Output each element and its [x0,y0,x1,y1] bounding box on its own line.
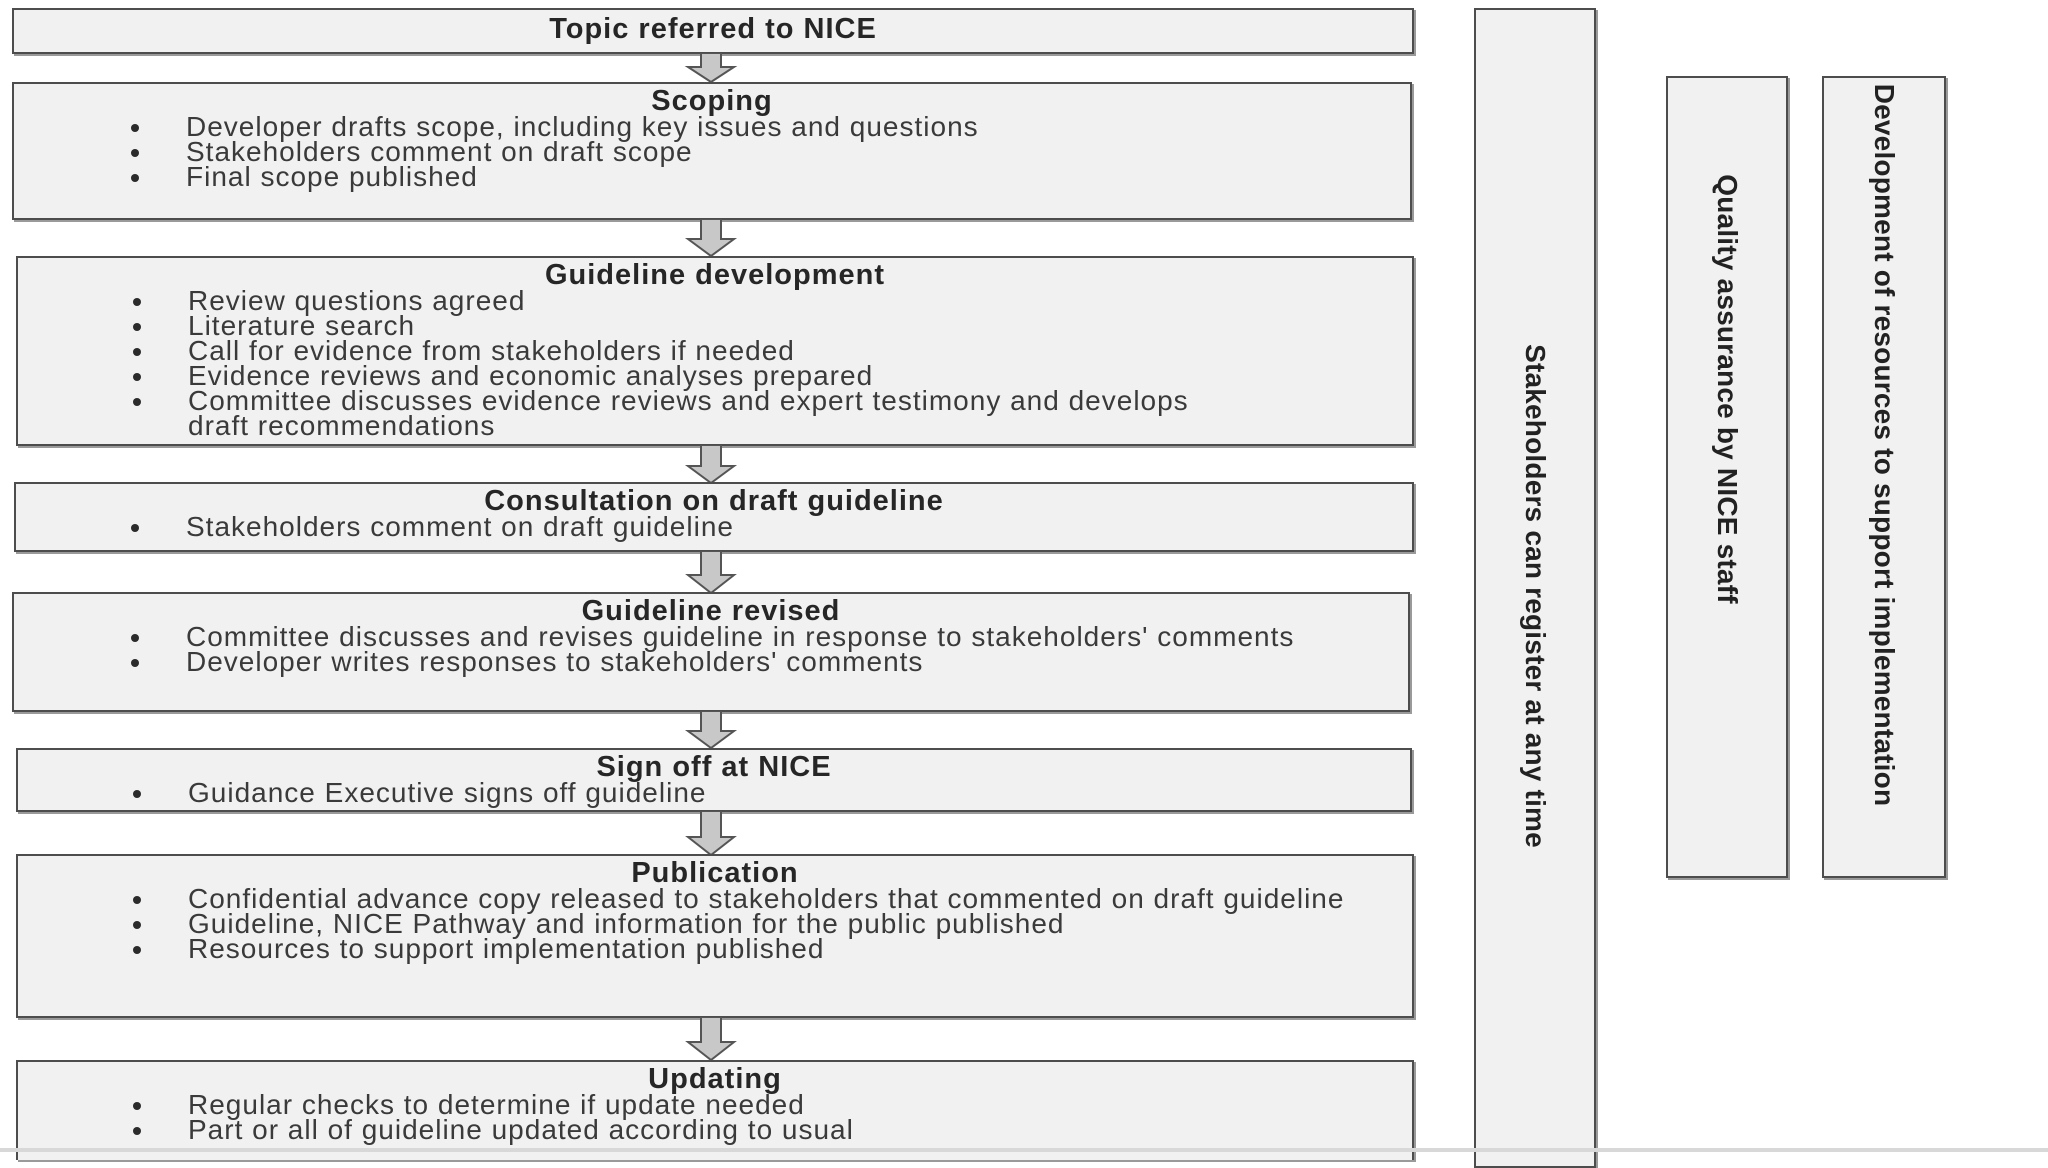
topic-box: Topic referred to NICE [12,8,1414,54]
scoping-box: Scoping Developer drafts scope, includin… [12,82,1412,220]
list-item: Committee discusses evidence reviews and… [133,387,1258,440]
updating-list: Regular checks to determine if update ne… [18,1091,1318,1144]
list-item: Evidence reviews and economic analyses p… [133,362,1318,390]
down-arrow-icon [685,1017,737,1061]
list-item: Developer writes responses to stakeholde… [131,648,1374,676]
resources-bar: Development of resources to support impl… [1822,76,1946,878]
list-item: Regular checks to determine if update ne… [133,1091,1318,1119]
quality-assurance-label: Quality assurance by NICE staff [1712,174,1743,604]
revised-box: Guideline revised Committee discusses an… [12,592,1410,712]
down-arrow-icon [685,811,737,856]
development-title: Guideline development [544,259,886,291]
signoff-box: Sign off at NICE Guidance Executive sign… [16,748,1412,812]
publication-list: Confidential advance copy released to st… [18,885,1398,963]
signoff-list: Guidance Executive signs off guideline [18,779,1318,807]
revised-list: Committee discusses and revises guidelin… [14,623,1374,676]
development-list: Review questions agreed Literature searc… [18,287,1318,440]
list-item: Committee discusses and revises guidelin… [131,623,1374,651]
list-item: Stakeholders comment on draft scope [131,138,1254,166]
list-item: Literature search [133,312,1318,340]
scoping-title: Scoping [651,85,773,117]
scoping-list: Developer drafts scope, including key is… [14,113,1254,191]
list-item: Resources to support implementation publ… [133,935,1398,963]
quality-assurance-bar: Quality assurance by NICE staff [1666,76,1788,878]
down-arrow-icon [685,551,737,594]
list-item: Confidential advance copy released to st… [133,885,1398,913]
consultation-list: Stakeholders comment on draft guideline [16,513,1316,541]
list-item: Guidance Executive signs off guideline [133,779,1318,807]
down-arrow-icon [684,445,738,484]
stakeholders-bar: Stakeholders can register at any time [1474,8,1596,1168]
topic-title: Topic referred to NICE [549,13,877,45]
resources-label: Development of resources to support impl… [1869,83,1900,807]
list-item: Developer drafts scope, including key is… [131,113,1254,141]
list-item: Final scope published [131,163,1254,191]
development-box: Guideline development Review questions a… [16,256,1414,446]
down-arrow-icon [684,219,738,257]
updating-title: Updating [648,1063,782,1095]
list-item: Guideline, NICE Pathway and information … [133,910,1398,938]
signoff-title: Sign off at NICE [596,751,832,783]
revised-title: Guideline revised [581,595,841,627]
down-arrow-icon [684,53,738,83]
consultation-box: Consultation on draft guideline Stakehol… [14,482,1414,552]
down-arrow-icon [684,711,738,749]
updating-box: Updating Regular checks to determine if … [16,1060,1414,1160]
list-item: Review questions agreed [133,287,1318,315]
list-item: Part or all of guideline updated accordi… [133,1116,1318,1144]
list-item: Call for evidence from stakeholders if n… [133,337,1318,365]
list-item: Stakeholders comment on draft guideline [131,513,1316,541]
bottom-edge [0,1148,2048,1152]
stakeholders-label: Stakeholders can register at any time [1520,344,1551,848]
publication-title: Publication [631,857,799,889]
consultation-title: Consultation on draft guideline [484,485,944,517]
publication-box: Publication Confidential advance copy re… [16,854,1414,1018]
